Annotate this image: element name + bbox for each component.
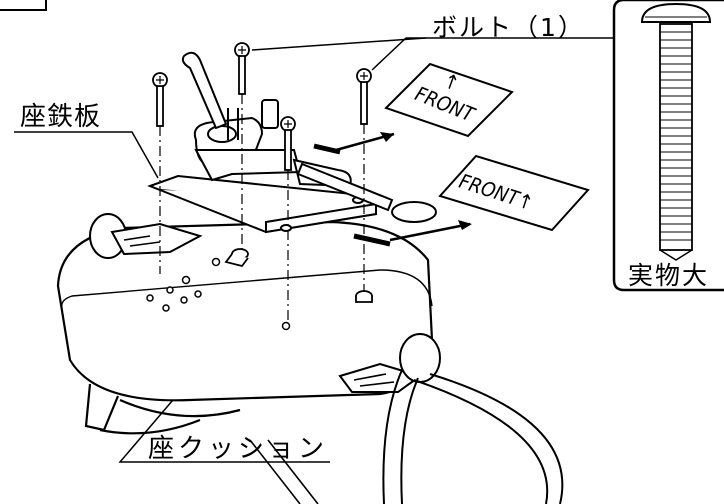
- corner-frame: [0, 0, 47, 11]
- armrest-left: [89, 213, 203, 259]
- bolt-shaft-icon: [659, 23, 693, 251]
- front-arrow-lower: [353, 220, 472, 247]
- actual-size-inset: [612, 0, 724, 292]
- seat-plate-label: 座鉄板: [20, 102, 102, 132]
- plate-leader: [14, 131, 159, 179]
- cushion-holes: [146, 257, 291, 331]
- alignment-guides: [159, 94, 365, 322]
- actual-size-label: 実物大: [628, 261, 710, 290]
- front-arrow-upper: [313, 132, 395, 155]
- bolt-leader-1: [371, 37, 614, 71]
- bolt-leader-2: [251, 37, 427, 51]
- seat-cushion-drawing: [56, 220, 434, 435]
- seat-plate-drawing: [147, 99, 378, 234]
- lever-handles: [181, 51, 437, 223]
- bolt-head-icon: [640, 2, 712, 23]
- bolt-label: ボルト（1）: [432, 13, 585, 42]
- nuts: [224, 248, 373, 303]
- cushion-leader: [118, 379, 330, 463]
- front-tag-lower: [438, 154, 590, 232]
- seat-cushion-label: 座クッション: [148, 434, 329, 464]
- front-tag-upper: [384, 62, 514, 138]
- armrest-right: [249, 333, 564, 504]
